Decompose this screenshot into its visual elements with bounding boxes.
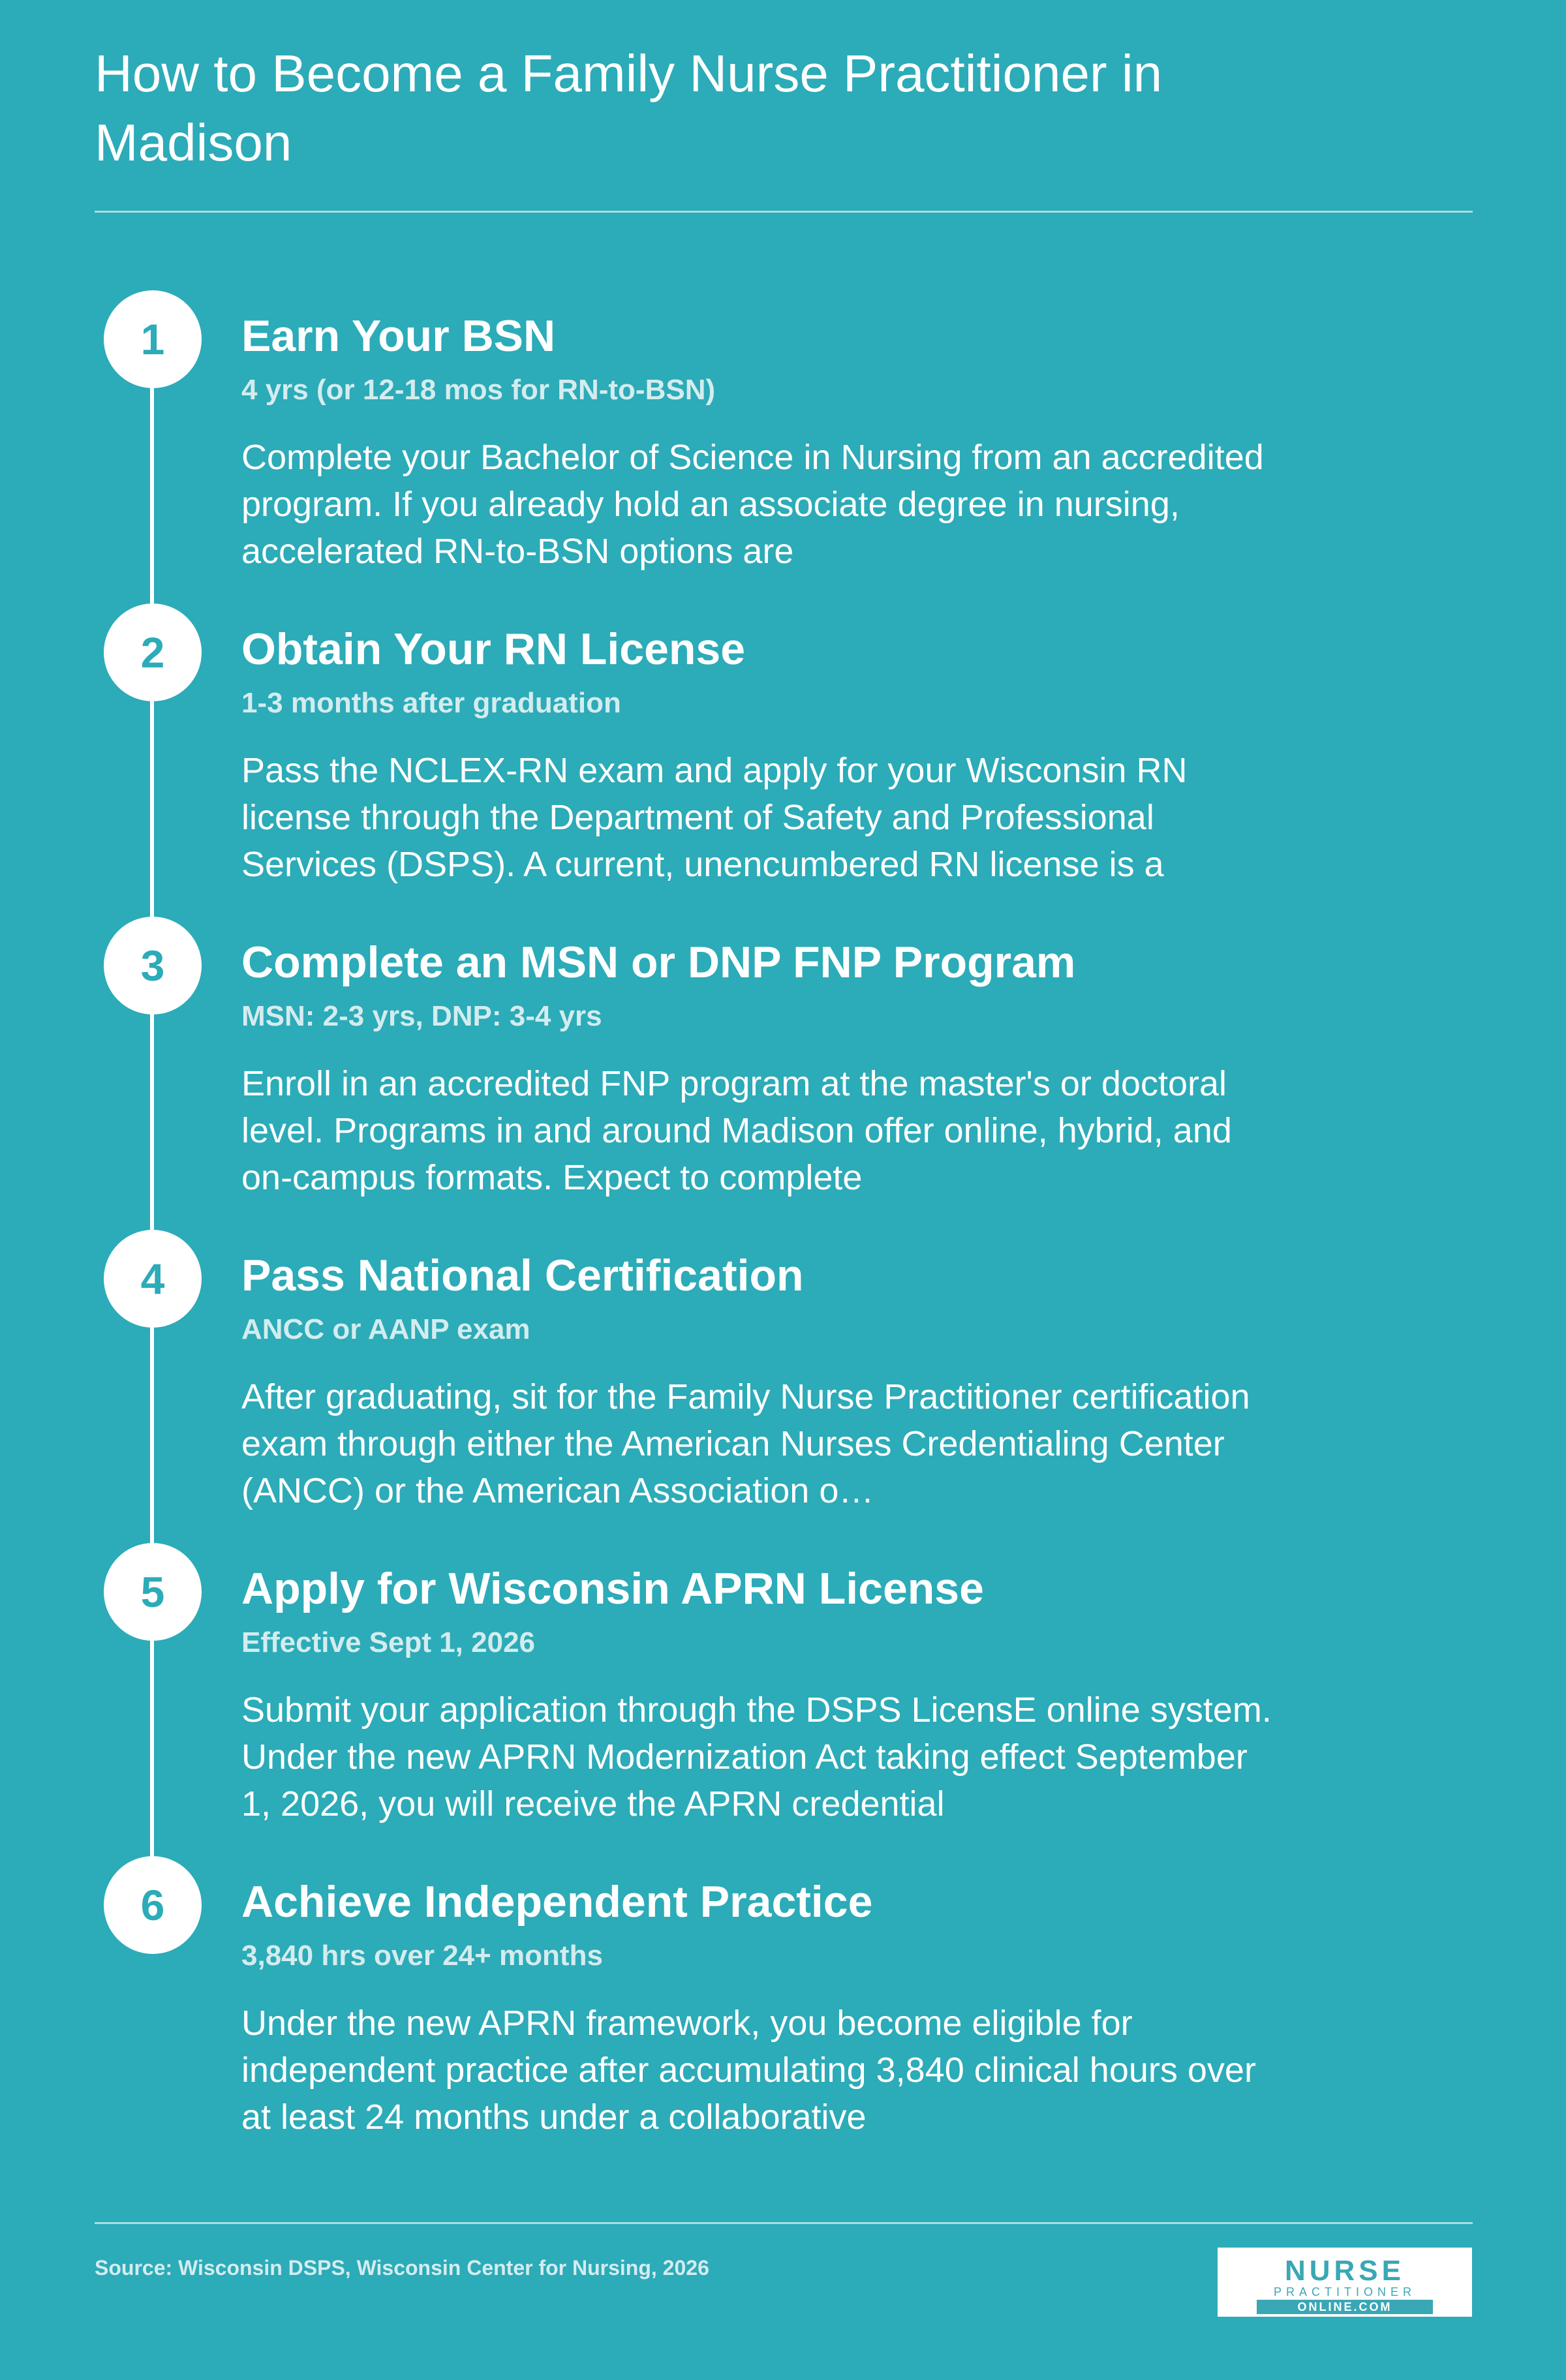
step-description: After graduating, sit for the Family Nur…: [241, 1377, 1250, 1510]
step-3: 3 Complete an MSN or DNP FNP Program MSN…: [0, 917, 1566, 1204]
footer-divider: [95, 2222, 1473, 2224]
step-number-badge: 5: [104, 1543, 202, 1641]
page-title: How to Become a Family Nurse Practitione…: [95, 44, 1163, 172]
step-number-badge: 6: [104, 1856, 202, 1954]
step-number-badge: 3: [104, 917, 202, 1015]
step-title: Achieve Independent Practice: [241, 1877, 873, 1927]
step-duration: 1-3 months after graduation: [241, 687, 621, 719]
step-title: Obtain Your RN License: [241, 624, 746, 674]
step-title: Complete an MSN or DNP FNP Program: [241, 938, 1076, 987]
step-duration: 3,840 hrs over 24+ months: [241, 1940, 603, 1972]
step-6: 6 Achieve Independent Practice 3,840 hrs…: [0, 1856, 1566, 2143]
step-description: Submit your application through the DSPS…: [241, 1690, 1272, 1823]
step-title: Earn Your BSN: [241, 311, 556, 361]
step-number-badge: 1: [104, 290, 202, 388]
step-duration: MSN: 2-3 yrs, DNP: 3-4 yrs: [241, 1000, 602, 1032]
step-5: 5 Apply for Wisconsin APRN License Effec…: [0, 1543, 1566, 1830]
logo-domain: ONLINE.COM: [1257, 2300, 1433, 2314]
header-divider: [95, 211, 1473, 213]
brand-logo: NURSE PRACTITIONER ONLINE.COM: [1218, 2248, 1472, 2317]
logo-subtitle: PRACTITIONER: [1273, 2285, 1416, 2298]
step-number-badge: 4: [104, 1230, 202, 1328]
step-duration: ANCC or AANP exam: [241, 1313, 530, 1345]
step-duration: 4 yrs (or 12-18 mos for RN-to-BSN): [241, 374, 716, 406]
step-title: Apply for Wisconsin APRN License: [241, 1564, 984, 1613]
step-1: 1 Earn Your BSN 4 yrs (or 12-18 mos for …: [0, 290, 1566, 577]
timeline-connector: [150, 339, 154, 1905]
step-description: Enroll in an accredited FNP program at t…: [241, 1064, 1232, 1197]
step-number-badge: 2: [104, 603, 202, 701]
step-2: 2 Obtain Your RN License 1-3 months afte…: [0, 603, 1566, 891]
step-description: Pass the NCLEX-RN exam and apply for you…: [241, 751, 1188, 884]
step-description: Complete your Bachelor of Science in Nur…: [241, 438, 1264, 571]
logo-wordmark: NURSE: [1284, 2255, 1405, 2287]
step-title: Pass National Certification: [241, 1251, 804, 1300]
step-description: Under the new APRN framework, you become…: [241, 2004, 1256, 2137]
step-duration: Effective Sept 1, 2026: [241, 1626, 536, 1658]
source-citation: Source: Wisconsin DSPS, Wisconsin Center…: [95, 2256, 709, 2280]
step-4: 4 Pass National Certification ANCC or AA…: [0, 1230, 1566, 1517]
